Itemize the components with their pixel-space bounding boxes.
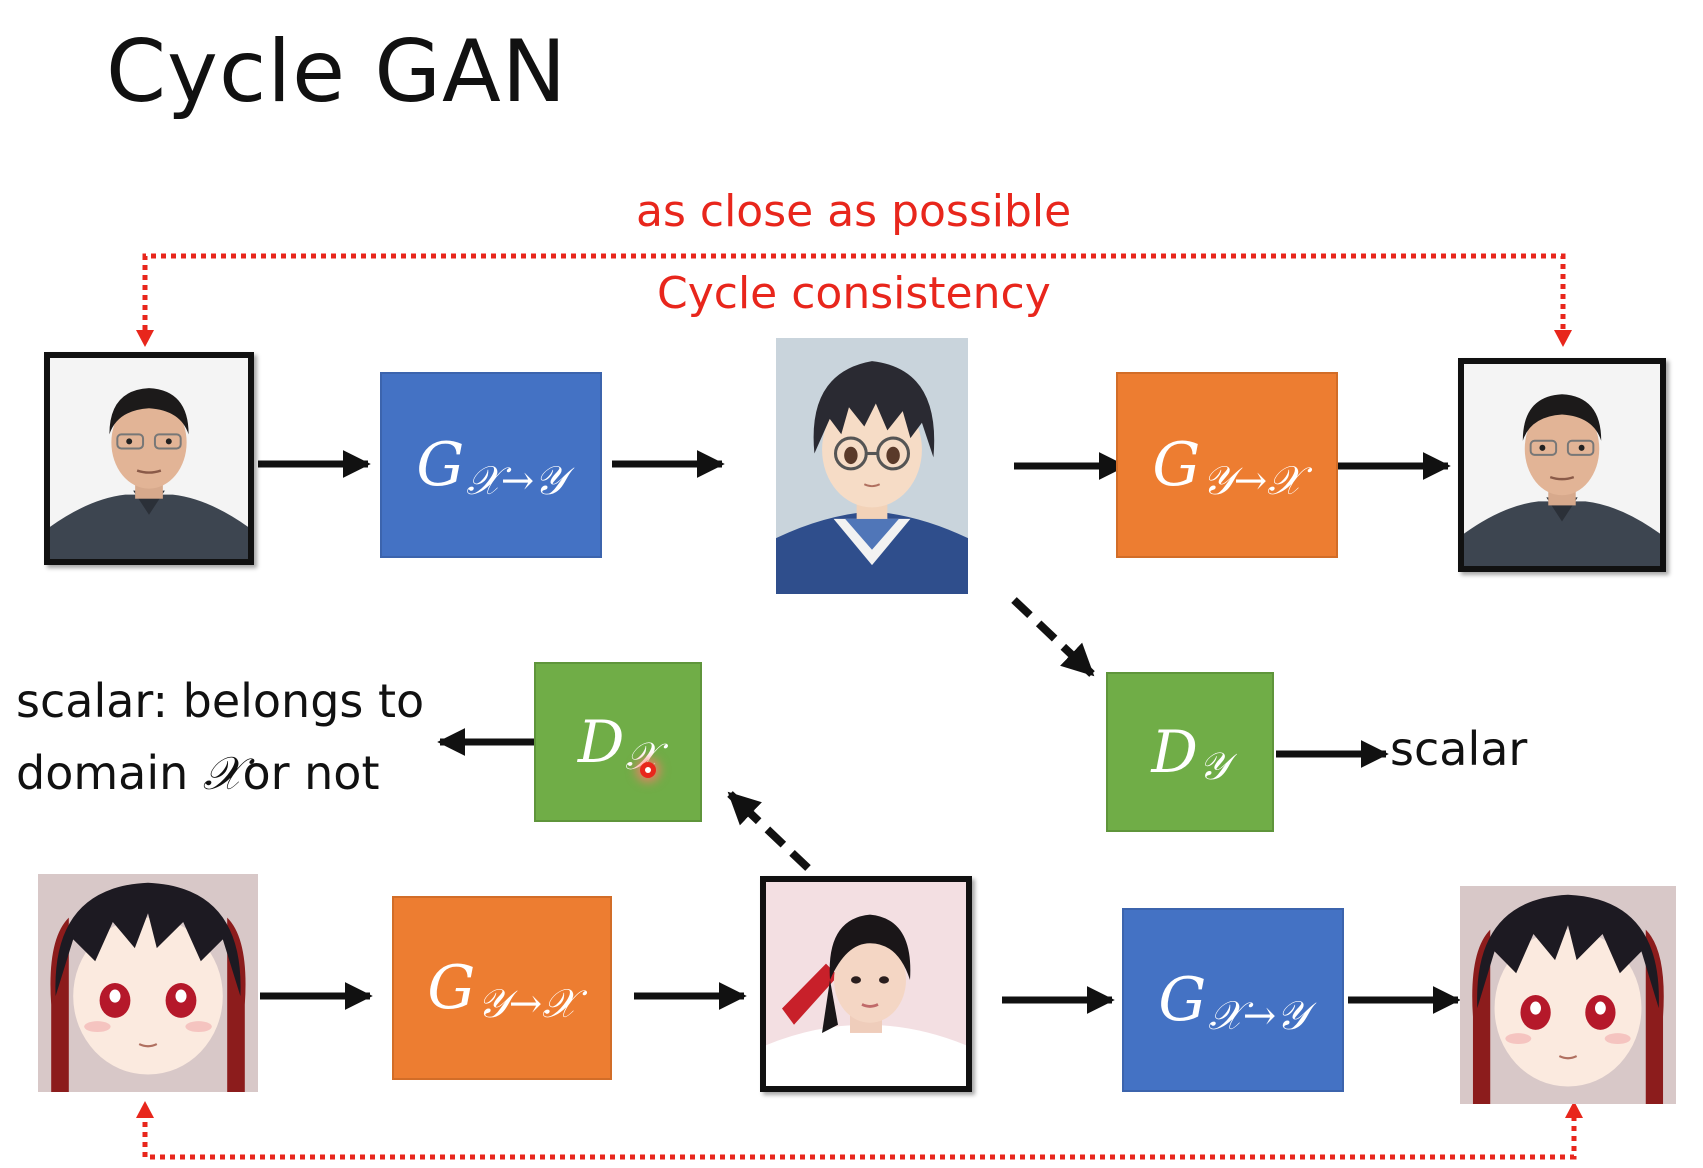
discriminator-subscript: 𝒴 xyxy=(1198,743,1229,788)
scalar-left-post: or not xyxy=(242,746,380,800)
laser-pointer-icon xyxy=(640,762,656,778)
scalar-left-label-line1: scalar: belongs to xyxy=(16,674,425,728)
discriminator-symbol: D xyxy=(1151,718,1198,786)
scalar-left-label-line2: domain 𝒳or not xyxy=(16,746,379,802)
anime-face-image-input xyxy=(38,874,258,1092)
real-face-photo-generated xyxy=(760,876,972,1092)
page-title: Cycle GAN xyxy=(106,22,568,122)
real-face-photo-reconstructed xyxy=(1458,358,1666,572)
as-close-label: as close as possible xyxy=(636,186,1072,237)
generator-symbol: G xyxy=(416,430,465,500)
generator-subscript: 𝒳→𝒴 xyxy=(466,458,566,504)
generator-symbol: G xyxy=(1158,965,1207,1035)
anime-face-image-reconstructed xyxy=(1460,886,1676,1104)
generator-subscript: 𝒴→𝒳 xyxy=(477,981,577,1027)
generator-subscript: 𝒳→𝒴 xyxy=(1208,993,1308,1039)
domain-x-symbol: 𝒳 xyxy=(202,746,243,800)
cycle-consistency-label: Cycle consistency xyxy=(657,268,1051,319)
dashed-arrow-anime-to-dy xyxy=(1011,597,1095,677)
cycle-arrow-bottom xyxy=(142,1112,1577,1160)
cycle-arrow-bottom-head-left xyxy=(136,1101,154,1118)
scalar-right-label: scalar xyxy=(1390,722,1528,776)
scalar-left-pre: domain xyxy=(16,746,203,800)
generator-symbol: G xyxy=(1152,430,1201,500)
generator-symbol: G xyxy=(427,953,476,1023)
cycle-arrow-top xyxy=(142,253,1566,340)
generator-subscript: 𝒴→𝒳 xyxy=(1202,458,1302,504)
anime-face-image-generated xyxy=(776,338,968,594)
dashed-arrow-real-to-dx xyxy=(727,791,811,871)
cycle-arrow-top-head-right xyxy=(1554,330,1572,347)
discriminator-symbol: D xyxy=(577,708,625,776)
real-face-photo-input xyxy=(44,352,254,565)
cycle-arrow-bottom-head-right xyxy=(1565,1101,1583,1118)
cycle-arrow-top-head-left xyxy=(136,330,154,347)
